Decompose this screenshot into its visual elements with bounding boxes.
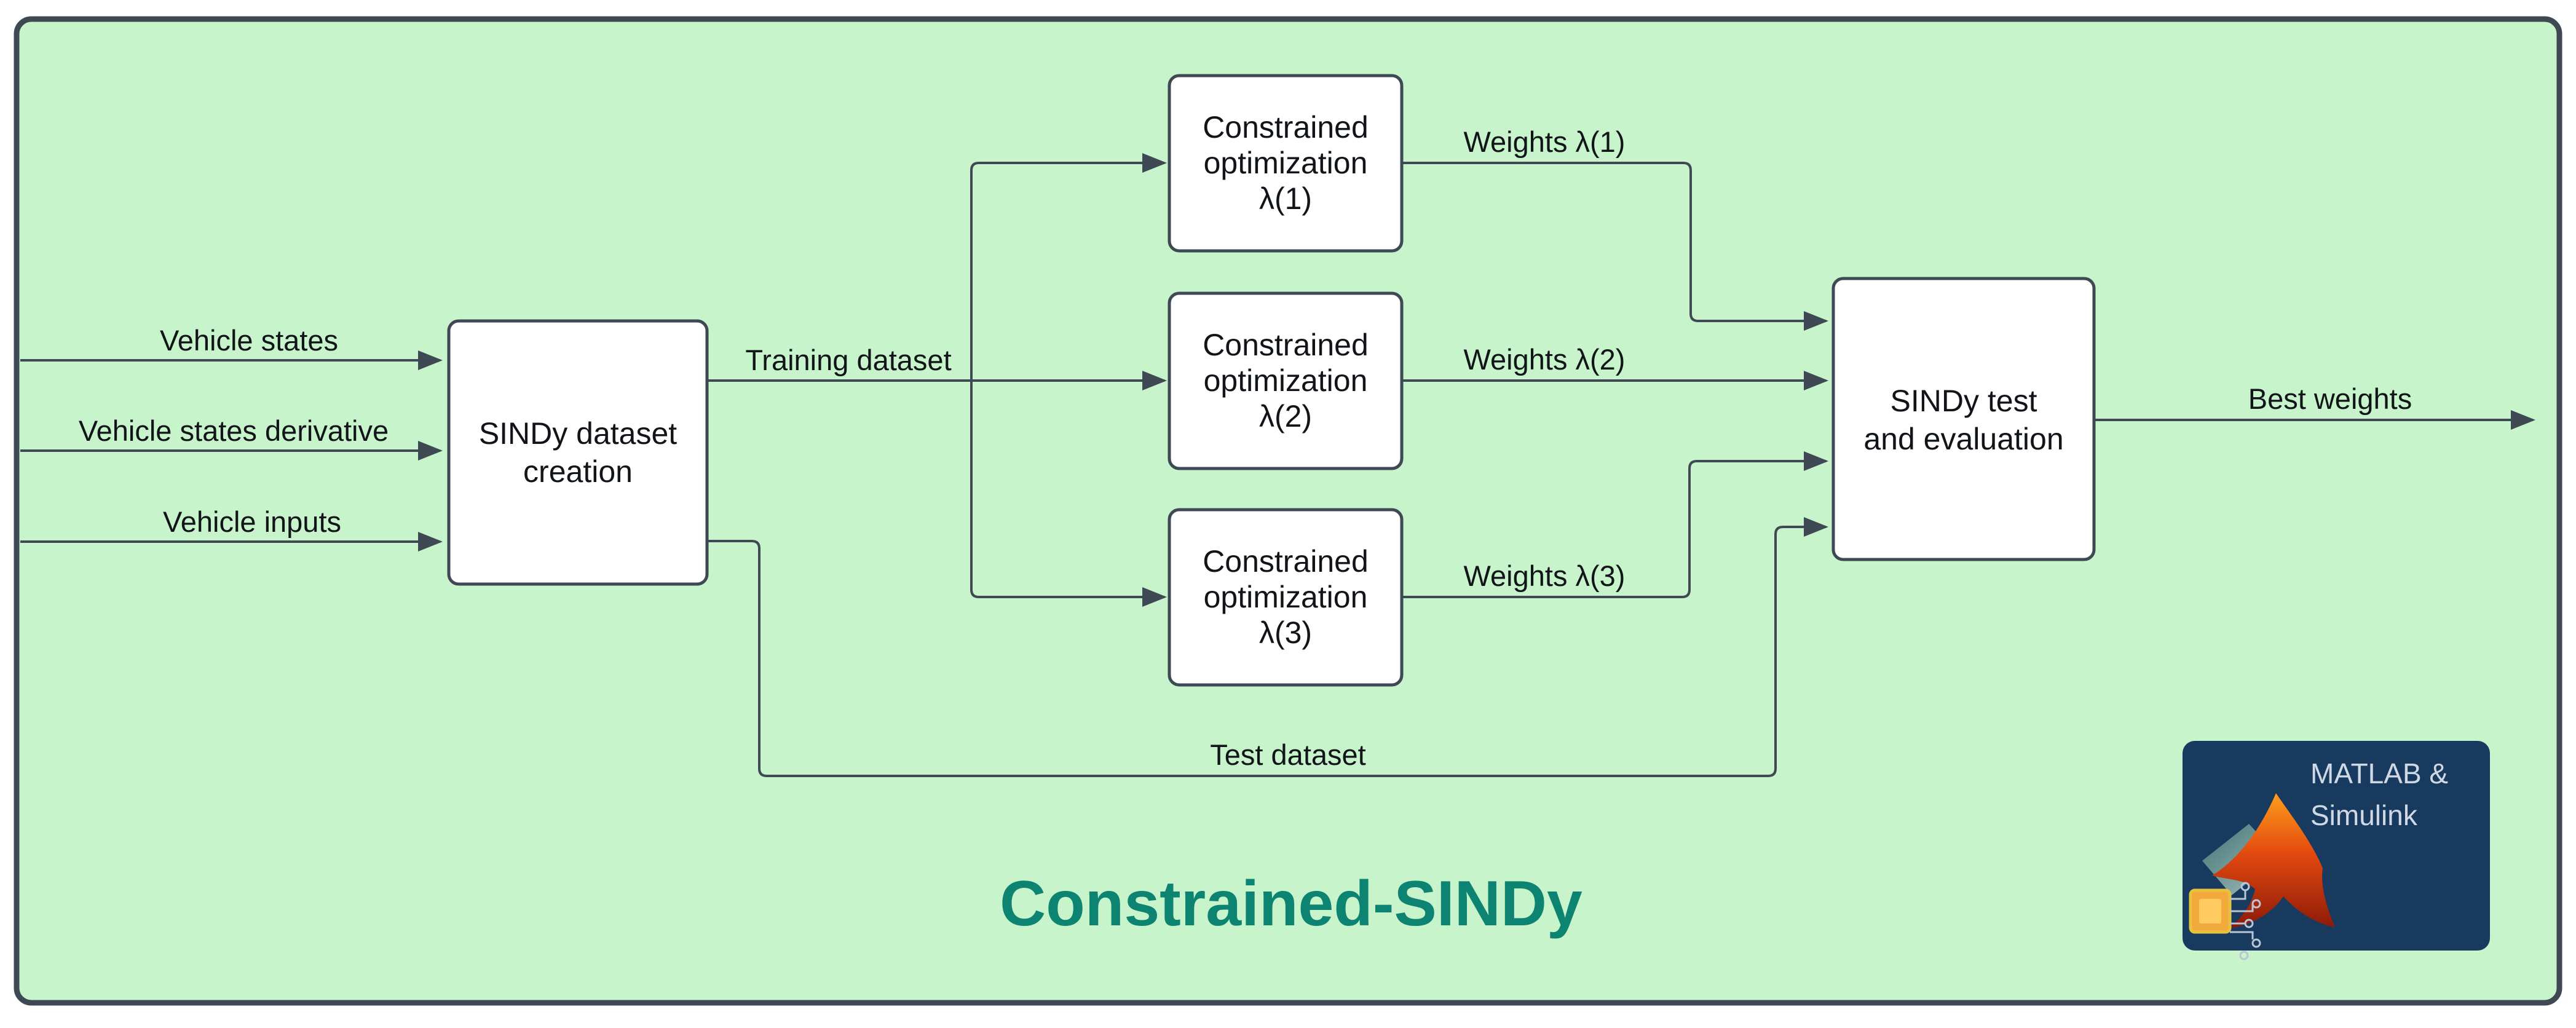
node-sindy-test-evaluation-line2: and evaluation	[1863, 422, 2063, 456]
node-constrained-optimization-3-line1: Constrained	[1203, 544, 1369, 579]
node-constrained-optimization-2-line2: optimization	[1204, 363, 1368, 398]
edge-label-best-weights: Best weights	[2248, 382, 2412, 415]
logo-matlab-text: MATLAB &	[2310, 757, 2448, 789]
edge-training-dataset-branch-up	[970, 153, 1167, 381]
edge-label-weights-3: Weights λ(3)	[1464, 559, 1626, 592]
chip-icon	[2189, 882, 2261, 960]
edge-label-vehicle-states: Vehicle states	[160, 324, 338, 357]
node-sindy-test-evaluation: SINDy test and evaluation	[1831, 277, 2096, 561]
node-constrained-optimization-1-line3: λ(1)	[1259, 181, 1312, 216]
node-constrained-optimization-2-line1: Constrained	[1203, 328, 1369, 362]
edge-label-weights-1: Weights λ(1)	[1464, 125, 1626, 158]
node-constrained-optimization-3-box	[1167, 508, 1404, 687]
node-sindy-dataset-creation: SINDy dataset creation	[447, 319, 709, 586]
edge-label-vehicle-states-derivative: Vehicle states derivative	[79, 414, 389, 447]
edge-label-test-dataset: Test dataset	[1210, 738, 1365, 771]
edge-training-dataset-branch-down	[970, 381, 1167, 607]
edge-weights-3	[1402, 451, 1828, 598]
edge-label-training-dataset: Training dataset	[745, 344, 951, 376]
edge-label-vehicle-inputs: Vehicle inputs	[163, 505, 341, 538]
node-sindy-test-evaluation-line1: SINDy test	[1891, 384, 2037, 418]
node-constrained-optimization-1-line2: optimization	[1204, 146, 1368, 180]
edge-label-weights-2: Weights λ(2)	[1464, 343, 1626, 376]
matlab-membrane-icon	[2202, 793, 2335, 928]
node-constrained-optimization-2-box	[1167, 291, 1404, 470]
node-constrained-optimization-1-box	[1167, 74, 1404, 253]
node-constrained-optimization-1-line1: Constrained	[1203, 110, 1369, 144]
node-sindy-dataset-creation-line1: SINDy dataset	[479, 416, 677, 451]
edge-test-dataset	[707, 517, 1828, 777]
node-constrained-optimization-3: Constrained optimization λ(3)	[1167, 508, 1404, 687]
node-constrained-optimization-3-line3: λ(3)	[1259, 615, 1312, 650]
matlab-simulink-badge: MATLAB & Simulink	[2183, 741, 2490, 960]
node-constrained-optimization-2-line3: λ(2)	[1259, 399, 1312, 433]
diagram-title: Constrained-SINDy	[1000, 868, 1582, 939]
edge-weights-1	[1402, 162, 1828, 331]
node-constrained-optimization-3-line2: optimization	[1204, 580, 1368, 614]
node-constrained-optimization-2: Constrained optimization λ(2)	[1167, 291, 1404, 470]
node-constrained-optimization-1: Constrained optimization λ(1)	[1167, 74, 1404, 253]
node-sindy-dataset-creation-box	[447, 319, 709, 586]
logo-simulink-text: Simulink	[2310, 799, 2418, 831]
node-sindy-test-evaluation-box	[1831, 277, 2096, 561]
node-sindy-dataset-creation-line2: creation	[523, 454, 633, 489]
